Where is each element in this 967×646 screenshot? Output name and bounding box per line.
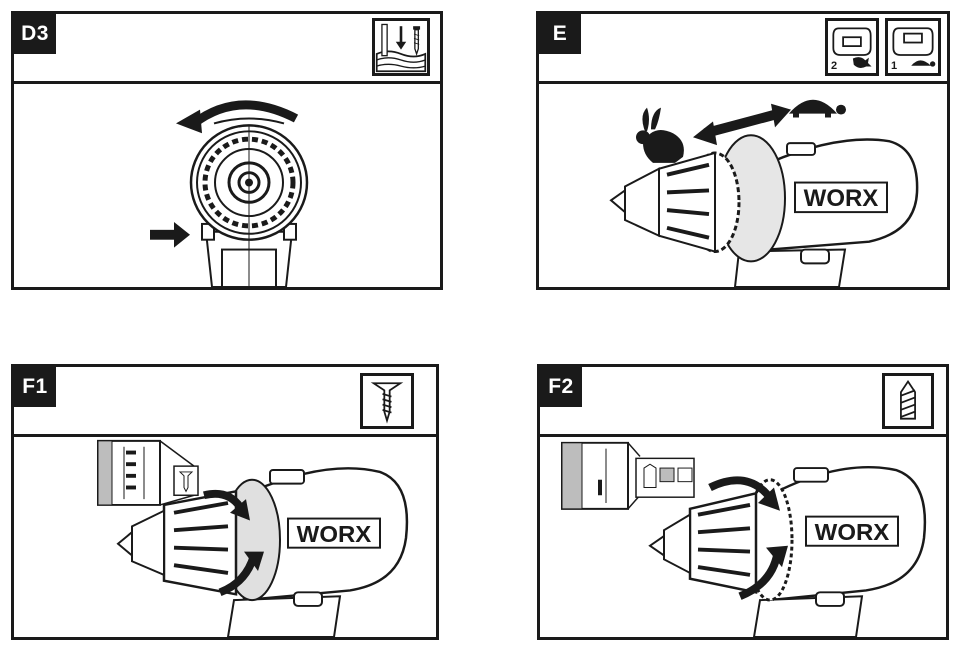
panel-e: E 2 1: [536, 11, 950, 290]
panel-d3: D3: [11, 11, 443, 290]
panel-d3-illustration: [14, 84, 440, 287]
push-arrow-icon: [150, 221, 190, 248]
panel-f1-label: F1: [14, 367, 56, 407]
panel-e-header: E 2 1: [539, 14, 947, 84]
rotate-arrow-icon: [203, 489, 264, 596]
panel-f1-illustration: WORX: [14, 437, 436, 637]
brand-label: WORX: [815, 520, 890, 546]
panel-f2-illustration: WORX: [540, 437, 946, 637]
brand-label: WORX: [297, 522, 372, 548]
drill-mode-inset: [561, 441, 695, 510]
panel-d3-label: D3: [14, 14, 56, 54]
gear-selector-low-icon: 1: [885, 18, 941, 76]
rabbit-icon: [636, 107, 684, 163]
panel-e-illustration: WORX: [539, 84, 947, 287]
panel-d3-header: D3: [14, 14, 440, 84]
gear-number-1: 1: [891, 60, 898, 72]
screw-icon: [360, 373, 414, 429]
speed-double-arrow-icon: [693, 103, 791, 146]
screw-into-wood-icon: [372, 18, 430, 76]
panel-f2-header: F2: [540, 367, 946, 437]
drill-bit-icon: [882, 373, 934, 429]
panel-f1: F1: [11, 364, 439, 640]
brand-label: WORX: [804, 185, 879, 212]
panel-f2: F2: [537, 364, 949, 640]
gear-number-2: 2: [831, 60, 838, 72]
torque-dial-inset: [97, 439, 199, 506]
chuck-front-view: [189, 117, 309, 287]
panel-f2-label: F2: [540, 367, 582, 407]
gear-selector-high-icon: 2: [825, 18, 879, 76]
turtle-icon: [789, 99, 846, 118]
panel-e-label: E: [539, 14, 581, 54]
panel-f1-header: F1: [14, 367, 436, 437]
counterclockwise-arrow-icon: [176, 100, 299, 134]
